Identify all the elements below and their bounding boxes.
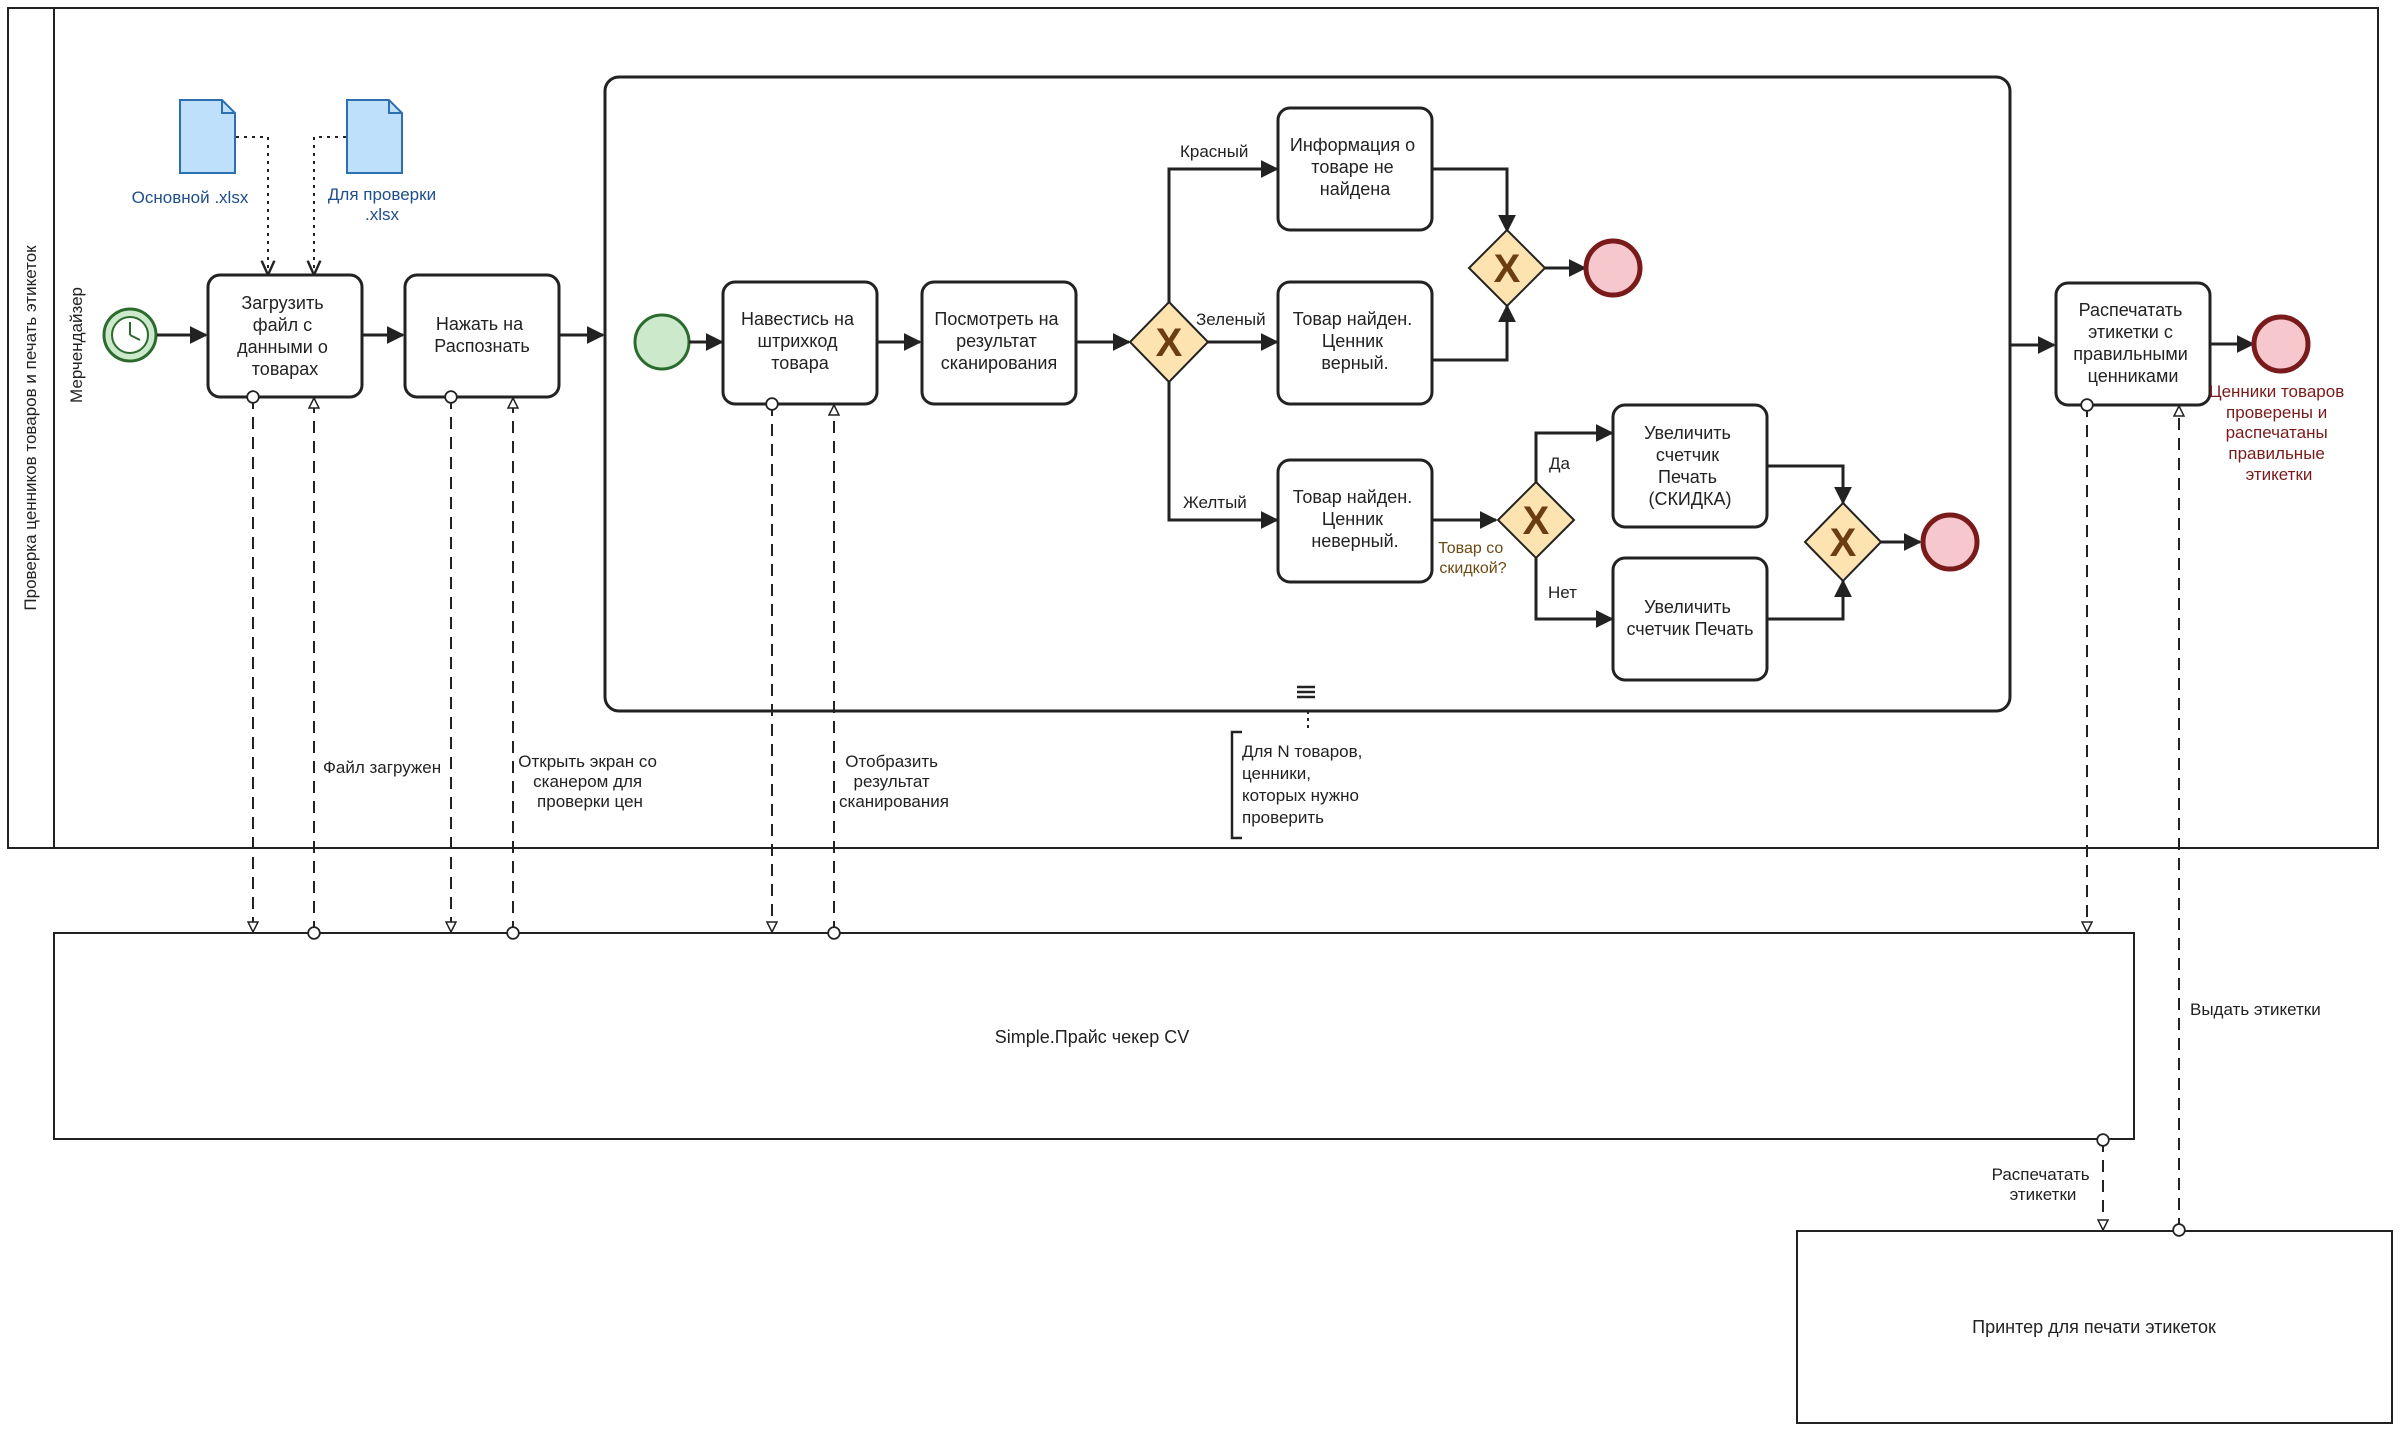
system-printer-pool xyxy=(1796,1230,2393,1424)
task-view-result-text: Посмотреть на результат сканирования xyxy=(934,309,1063,373)
task-recognize-text: Нажать на Распознать xyxy=(434,314,529,356)
flow-label-green: Зеленый xyxy=(1196,310,1266,329)
end-event-main xyxy=(2251,314,2311,374)
msg-show-result: Отобразить результат сканирования xyxy=(839,752,949,811)
data-object-check-label-1: Для проверки xyxy=(328,185,436,204)
svg-text:X: X xyxy=(1156,321,1183,365)
timer-start-event xyxy=(102,307,158,363)
flow-label-red: Красный xyxy=(1180,142,1248,161)
end-event-upper xyxy=(1583,238,1643,298)
end-event-lower xyxy=(1920,512,1980,572)
flow-label-yellow: Желтый xyxy=(1183,493,1247,512)
task-not-found-text: Информация о товаре не найдена xyxy=(1290,135,1420,199)
loop-marker-icon xyxy=(1297,685,1315,699)
task-found-bad-text: Товар найден. Ценник неверный. xyxy=(1293,487,1417,551)
msg-open-scanner: Открыть экран со сканером для проверки ц… xyxy=(518,752,662,811)
system-app-pool xyxy=(53,932,2135,1140)
data-object-check-label-2: .xlsx xyxy=(365,205,400,224)
msg-file-uploaded: Файл загружен xyxy=(323,758,441,777)
task-inc-discount-text: Увеличить счетчик Печать (СКИДКА) xyxy=(1644,423,1736,509)
flow-label-no: Нет xyxy=(1548,583,1577,602)
svg-text:X: X xyxy=(1523,499,1550,543)
gateway-discount: X xyxy=(1496,480,1576,560)
gateway-discount-question: Товар со скидкой? xyxy=(1438,540,1508,577)
lane-title: Мерчендайзер xyxy=(67,287,86,403)
system-printer-label: Принтер для печати этикеток xyxy=(1972,1317,2216,1337)
system-app-label: Simple.Прайс чекер CV xyxy=(995,1027,1190,1047)
task-found-ok xyxy=(1276,280,1434,406)
sub-start-event xyxy=(633,313,691,371)
end-event-main-label: Ценники товаров проверены и распечатаны … xyxy=(2209,382,2349,484)
gateway-merge-upper: X xyxy=(1467,228,1547,308)
task-found-ok-text: Товар найден. Ценник верный. xyxy=(1293,309,1417,373)
task-scan-text: Навестись на штрихкод товара xyxy=(741,309,859,373)
task-upload-text: Загрузить файл с данными о товарах xyxy=(237,293,333,379)
pool xyxy=(7,7,2379,849)
data-object-check: Для проверки .xlsx xyxy=(328,99,436,224)
data-object-main-label: Основной .xlsx xyxy=(132,188,249,207)
msg-print-labels: Распечатать этикетки xyxy=(1992,1165,2095,1204)
task-print-labels-text: Распечатать этикетки с правильными ценни… xyxy=(2073,300,2193,386)
flow-label-yes: Да xyxy=(1549,454,1571,473)
pool-title: Проверка ценников товаров и печать этике… xyxy=(21,245,40,611)
gateway-merge-lower: X xyxy=(1803,501,1883,583)
svg-text:X: X xyxy=(1494,247,1521,291)
msg-issue-labels: Выдать этикетки xyxy=(2190,1000,2321,1019)
data-object-main: Основной .xlsx xyxy=(132,99,249,207)
task-inc-print-text: Увеличить счетчик Печать xyxy=(1626,597,1753,639)
loop-annotation: Для N товаров, ценники, которых нужно пр… xyxy=(1242,742,1367,827)
svg-text:X: X xyxy=(1830,521,1857,565)
